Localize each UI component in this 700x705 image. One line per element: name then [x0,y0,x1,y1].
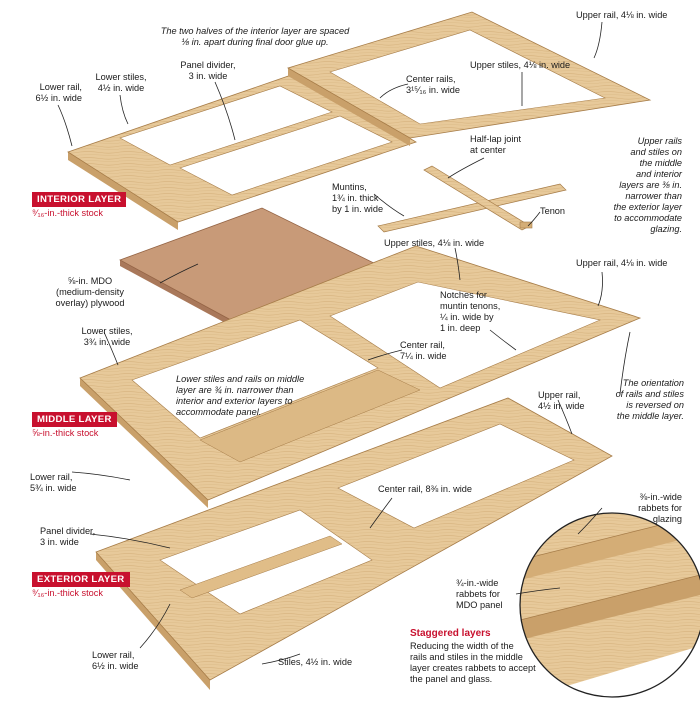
middle-upper-rail-label: Upper rail, 4⅛ in. wide [576,258,668,268]
middle-opening-lower [131,319,379,439]
upper-rails-note: Upper rails and stiles on the middle and… [613,136,682,234]
interior-panel-divider-label: Panel divider, 3 in. wide [180,60,236,81]
exterior-center-rail-label: Center rail, 8⅜ in. wide [378,484,472,494]
interior-lower-opening-bottom [179,115,393,196]
exterior-lower-rail-label: Lower rail, 6½ in. wide [92,650,139,671]
orientation-note: The orientation of rails and stiles is r… [615,378,684,421]
muntins [377,165,567,233]
interior-upper-rail-label: Upper rail, 4⅛ in. wide [576,10,668,20]
interior-spacing-note: The two halves of the interior layer are… [160,26,350,47]
exterior-panel-divider [179,535,343,599]
interior-lower-frame [67,71,417,230]
mdo-rabbets-label: ¾-in.-wide rabbets for MDO panel [456,578,503,610]
exterior-opening-upper [337,423,575,529]
mdo-plywood-panel [119,207,385,332]
middle-opening-upper [329,281,601,389]
tenon-label: Tenon [540,206,566,216]
staggered-layers-text: Reducing the width of the rails and stil… [410,641,536,684]
mdo-plywood-label: ⅝-in. MDO (medium-density overlay) plywo… [55,276,125,308]
middle-layer-badge: MIDDLE LAYER [32,412,117,427]
interior-upper-stiles-label: Upper stiles, 4⅛ in. wide [470,60,571,70]
middle-stock-label: ⅝-in.-thick stock [32,428,99,438]
middle-upper-stiles-label: Upper stiles, 4⅛ in. wide [384,238,485,248]
exterior-stock-label: ⁹⁄₁₆-in.-thick stock [32,588,103,598]
interior-lower-stiles-label: Lower stiles, 4½ in. wide [95,72,147,93]
middle-lower-rail-label: Lower rail, 5¾ in. wide [30,472,77,493]
middle-panel-rabbet [199,369,421,463]
glazing-rabbets-label: ⅜-in.-wide rabbets for glazing [638,492,682,524]
middle-center-rail-label: Center rail, 7¼ in. wide [400,340,447,361]
half-lap-joint-label: Half-lap joint at center [470,134,522,155]
exterior-upper-rail-label: Upper rail, 4½ in. wide [538,390,585,411]
interior-lower-opening-top [119,85,333,166]
middle-layer-frame [79,245,642,508]
interior-center-rails-label: Center rails, 3¹⁵⁄₁₆ in. wide [406,74,461,95]
interior-upper-frame [286,11,652,146]
muntin-tenon [519,221,533,229]
muntin-notches-label: Notches for muntin tenons, ¼ in. wide by… [440,290,501,333]
interior-layer-badge: INTERIOR LAYER [32,192,127,207]
exterior-layer-badge: EXTERIOR LAYER [32,572,130,587]
exterior-panel-divider-label: Panel divider, 3 in. wide [40,526,96,547]
leader-lines [57,21,631,665]
middle-lower-stiles-label: Lower stiles, 3¾ in. wide [81,326,133,347]
staggered-layers-title: Staggered layers [410,628,491,639]
exterior-stiles-label: Stiles, 4½ in. wide [278,657,353,667]
interior-upper-opening [329,29,606,125]
interior-stock-label: ⁹⁄₁₆-in.-thick stock [32,208,103,218]
interior-lower-rail-label: Lower rail, 6½ in. wide [35,82,82,103]
muntins-label: Muntins, 1¾ in. thick by 1 in. wide [332,182,384,214]
muntin-long [377,183,567,233]
interior-lower-frame-face [67,71,417,223]
exterior-layer-frame [95,397,613,690]
middle-narrower-note: Lower stiles and rails on middle layer a… [176,374,305,417]
